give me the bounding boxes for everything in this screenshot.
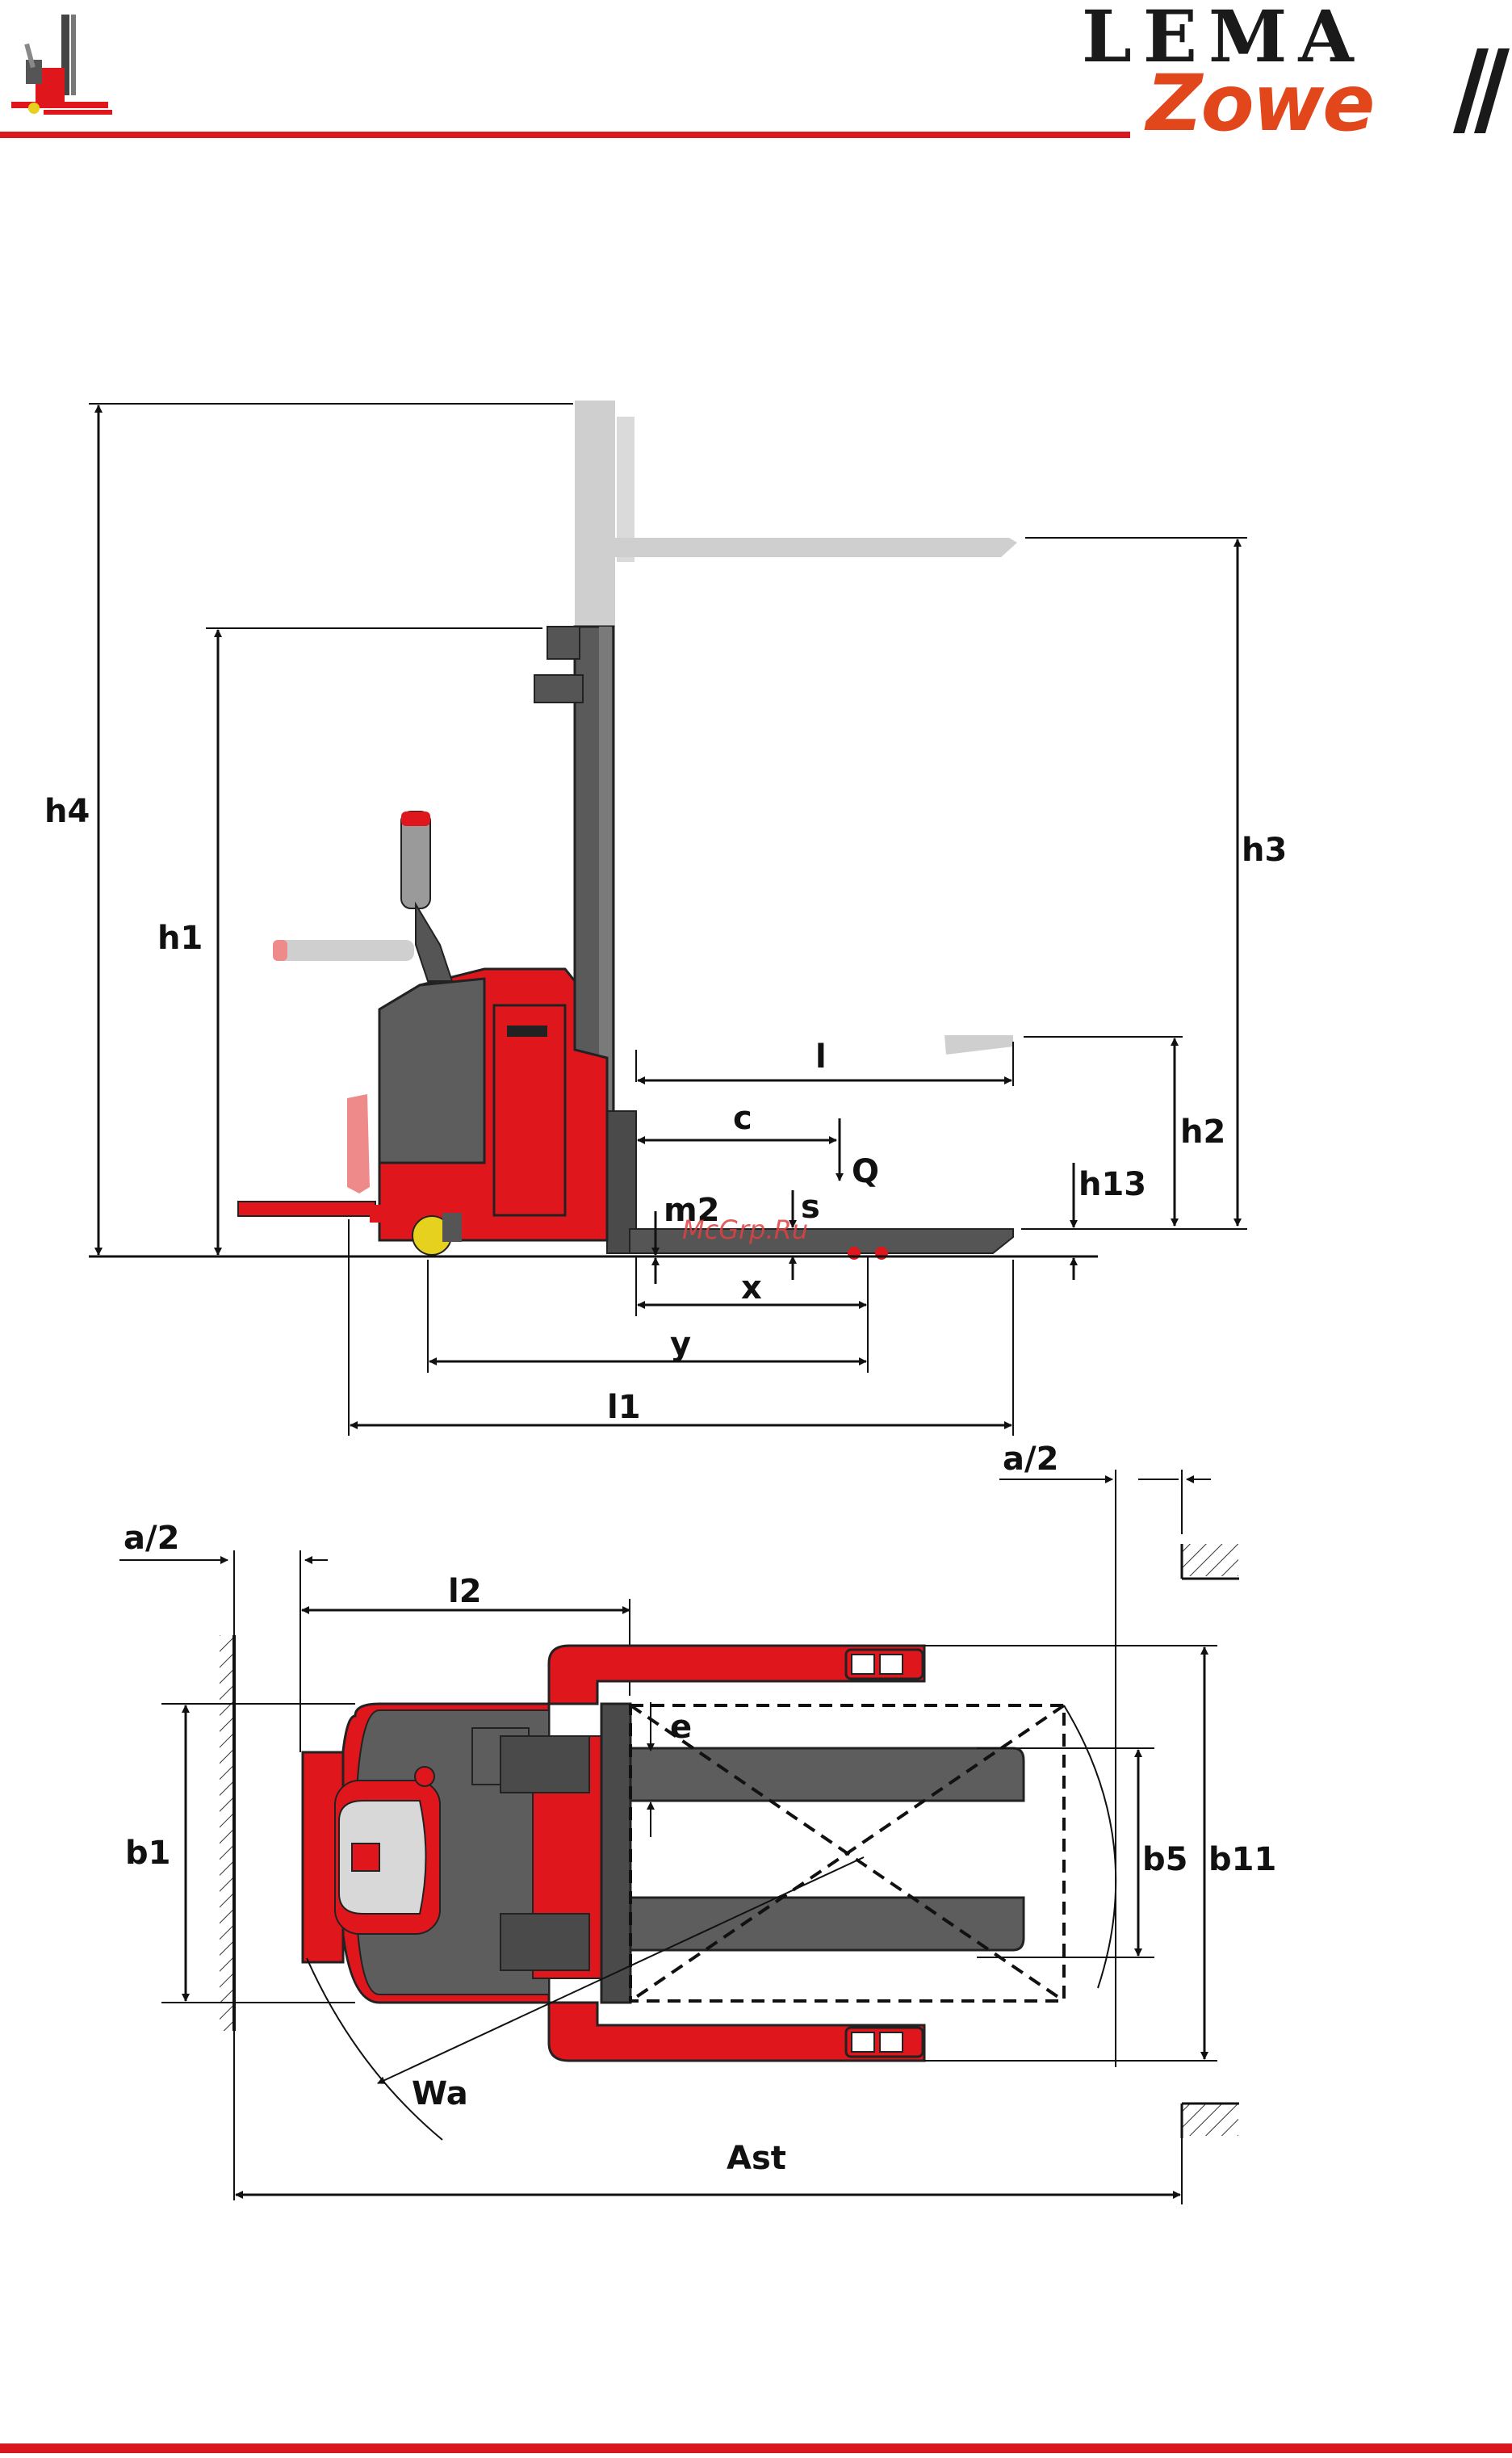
watermark: McGrp.Ru: [682, 1214, 808, 1245]
h13-label: h13: [1079, 1166, 1146, 1203]
h3-label: h3: [1242, 832, 1287, 869]
footer-rule: [0, 2443, 1512, 2453]
l1-label: l1: [607, 1389, 641, 1426]
operator-cover: [379, 979, 484, 1163]
Wa-label: Wa: [412, 2075, 468, 2112]
raised-mast-ghost: [575, 401, 615, 627]
b5-label: b5: [1142, 1841, 1187, 1878]
h4-label: h4: [44, 793, 90, 830]
raised-fork-ghost: [614, 538, 1017, 557]
h2-label: h2: [1180, 1114, 1225, 1151]
operator-platform: [238, 1202, 375, 1216]
l2-label: l2: [448, 1573, 482, 1610]
fork-lower: [630, 1898, 1024, 1950]
c-label: c: [733, 1100, 752, 1137]
a-half-left-label: a/2: [124, 1520, 179, 1557]
a-half-right-label: a/2: [1003, 1441, 1058, 1478]
top-view: a/2 a/2 l2: [119, 1441, 1276, 2204]
e-label: e: [670, 1709, 692, 1746]
b11-label: b11: [1208, 1841, 1276, 1878]
tiller-handle-lowered: [273, 940, 414, 961]
side-view: h4 h1 h3 h2 h13 l c: [44, 401, 1287, 1436]
l-label: l: [815, 1038, 827, 1076]
h1-label: h1: [157, 920, 203, 957]
Ast-label: Ast: [727, 2140, 786, 2177]
fork-upper: [630, 1748, 1024, 1801]
x-label: x: [741, 1269, 762, 1307]
Q-label: Q: [852, 1153, 879, 1190]
fork-carriage-top: [601, 1704, 630, 2003]
b1-label: b1: [125, 1835, 170, 1872]
y-label: y: [670, 1326, 691, 1363]
